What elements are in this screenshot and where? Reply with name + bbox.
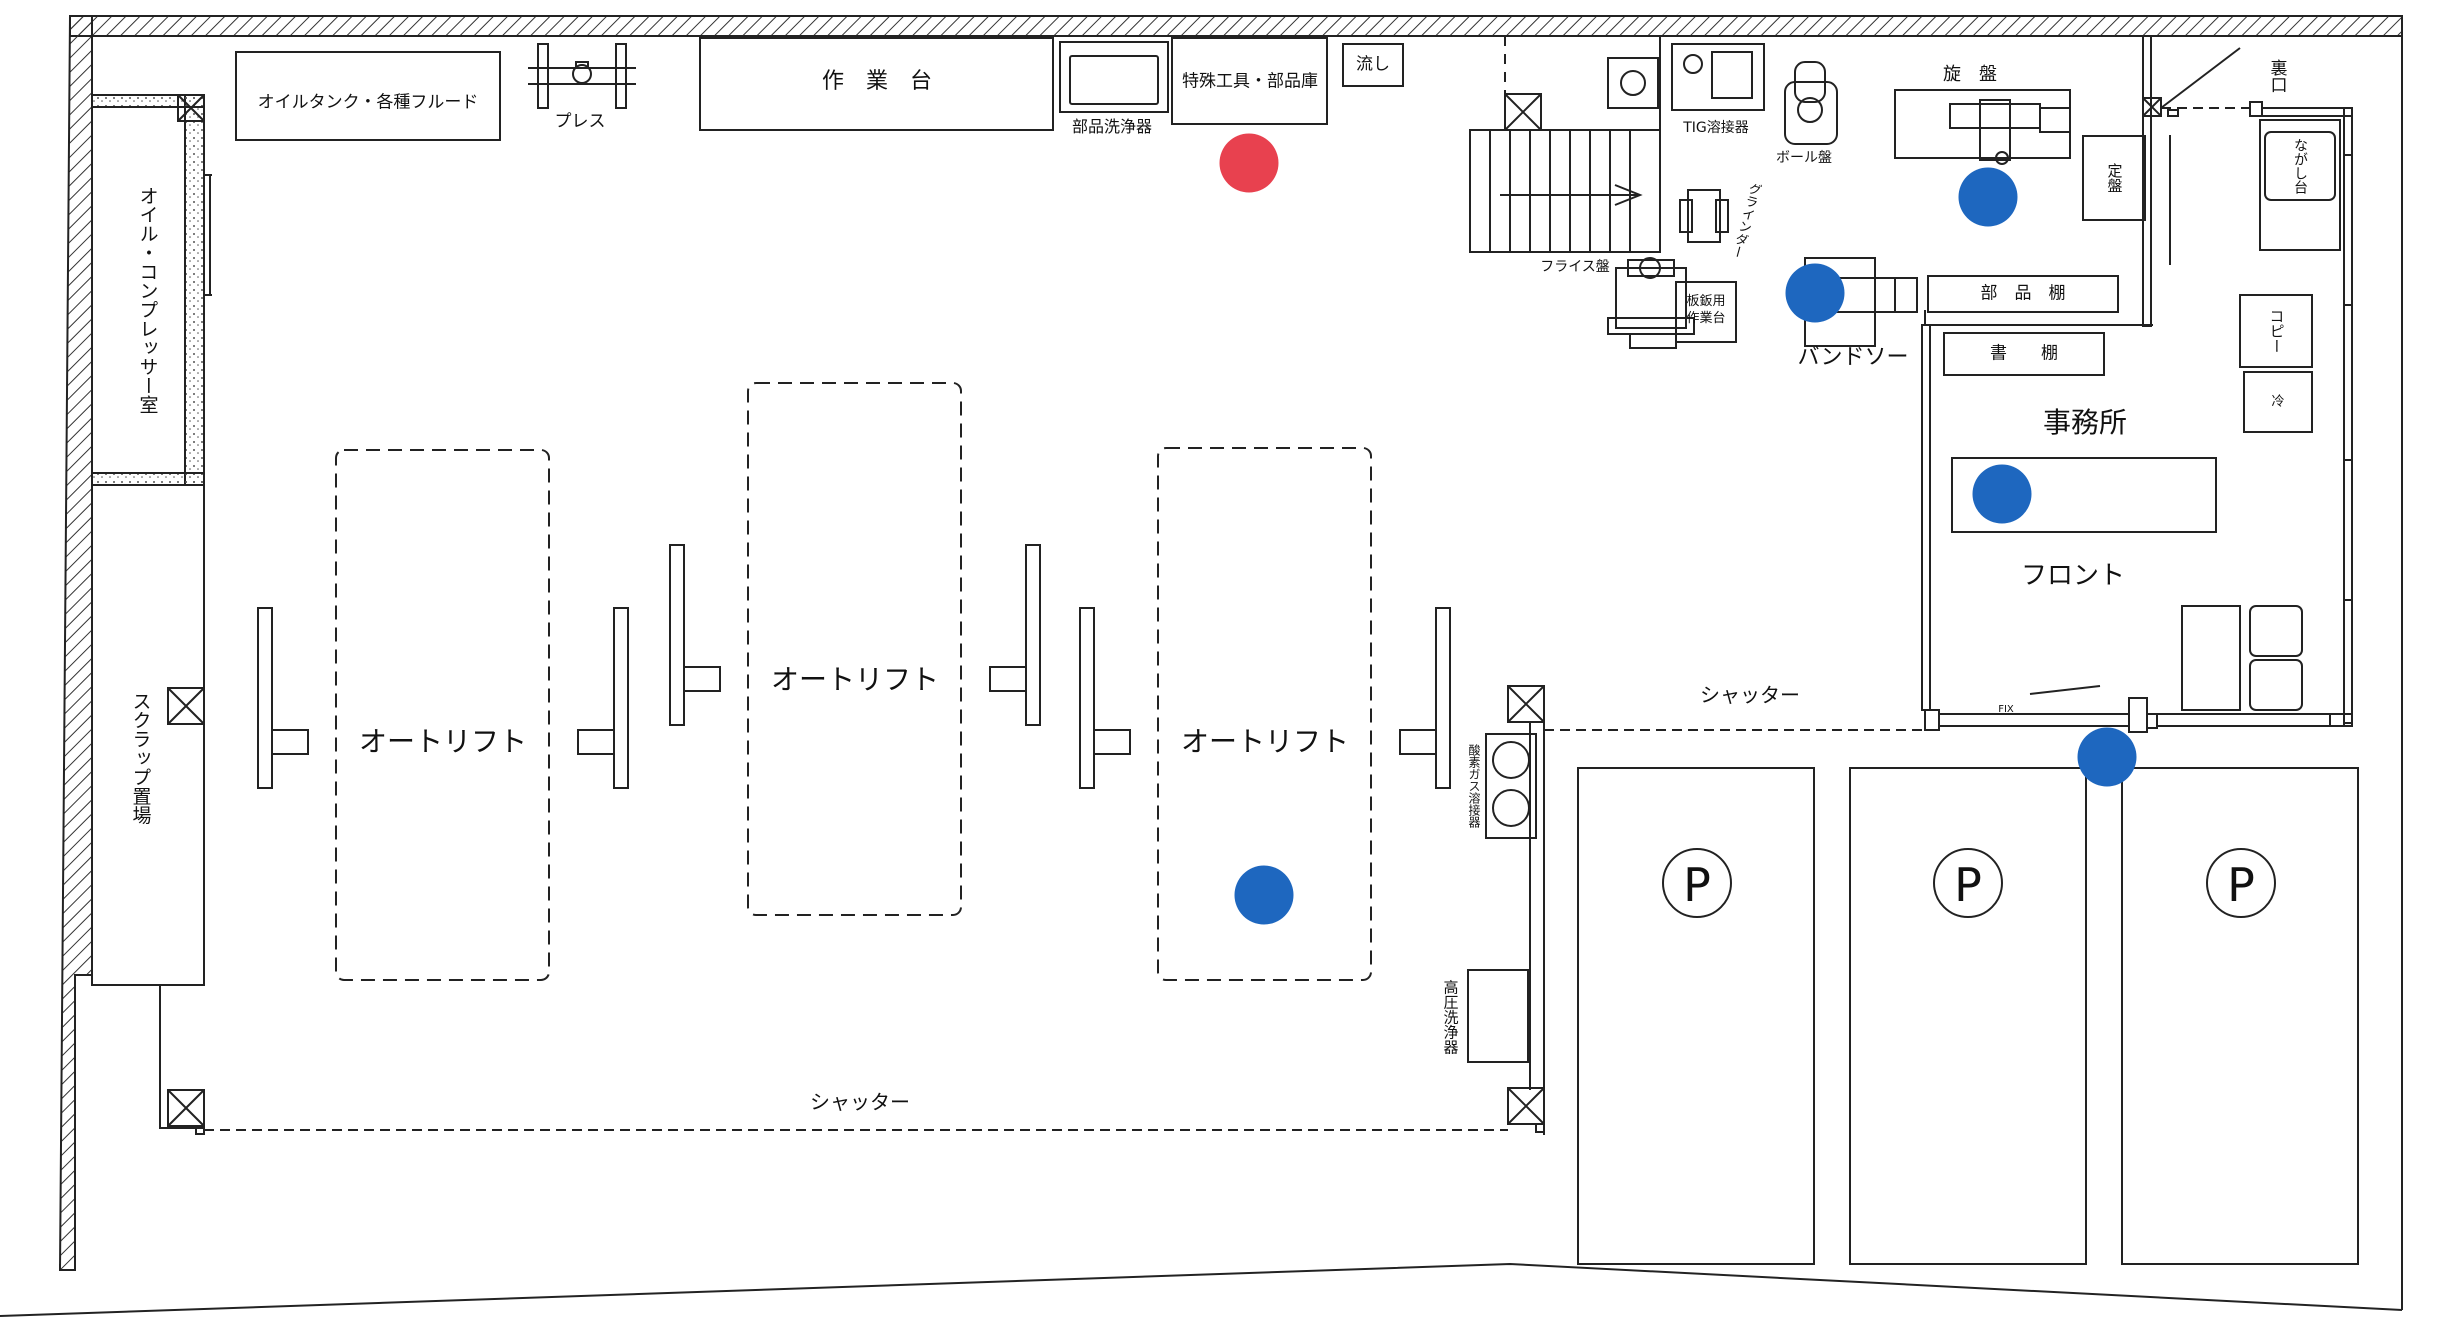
fix-label: FIX xyxy=(1998,704,2014,715)
surface-plate-label: 定盤 xyxy=(2105,163,2124,193)
parking-space-1 xyxy=(1577,767,1815,1265)
sink xyxy=(1342,43,1404,87)
scrap-area-label: スクラップ置場 xyxy=(129,691,152,825)
shutter-right-label: シャッター xyxy=(1700,683,1800,707)
parking-space-2 xyxy=(1849,767,2087,1265)
staff-marker-entrance xyxy=(2077,727,2137,787)
compressor-room-label: オイル・コンプレッサー室 xyxy=(136,186,159,414)
kitchen-sink-label: ながし台 xyxy=(2292,138,2308,194)
fridge xyxy=(2243,371,2313,433)
pressure-washer-label: 高圧洗浄器 xyxy=(1441,979,1460,1055)
lift-arm xyxy=(257,607,309,789)
pressure-washer xyxy=(1467,969,1529,1063)
grinder xyxy=(1679,189,1729,243)
autolift-area-3 xyxy=(1157,447,1372,981)
front-label: フロント xyxy=(2020,561,2126,591)
top-wall xyxy=(69,15,2403,37)
oxygen-gas-welder xyxy=(1485,733,1537,839)
workbench-label: 作 業 台 xyxy=(821,69,933,94)
parking-space-3 xyxy=(2121,767,2359,1265)
wash-basin xyxy=(1607,57,1659,109)
lift-arm xyxy=(1399,607,1451,789)
special-tools xyxy=(1171,37,1328,125)
parts-shelf xyxy=(1927,275,2119,313)
shutter-bottom-label: シャッター xyxy=(810,1090,910,1114)
lift-arm xyxy=(1079,607,1131,789)
sink-label: 流し xyxy=(1356,54,1390,75)
stairs xyxy=(1469,129,1661,253)
drill-press xyxy=(1784,61,1838,145)
lift-arm xyxy=(669,544,721,726)
autolift-3-label: オートリフト xyxy=(1180,725,1350,758)
autolift-area-1 xyxy=(335,449,550,981)
kitchen-sink-unit xyxy=(2259,119,2341,251)
office-label: 事務所 xyxy=(2042,406,2128,439)
press-machine xyxy=(528,43,636,109)
copier xyxy=(2239,294,2313,368)
parking-3-label: P xyxy=(2227,858,2255,912)
back-door-label: 裏口 xyxy=(2266,59,2287,93)
lathe-machine xyxy=(1894,89,2071,165)
fridge-label: 冷 xyxy=(2271,394,2285,410)
surface-plate xyxy=(2082,135,2146,221)
staff-marker-lathe xyxy=(1958,167,2018,227)
lathe-label: 旋 盤 xyxy=(1943,64,1997,85)
autolift-2-label: オートリフト xyxy=(770,663,940,696)
ground-line xyxy=(0,1262,2403,1317)
office-chairs xyxy=(2181,605,2303,711)
oxygen-gas-welder-label: 酸素ガス溶接器 xyxy=(1467,744,1481,828)
band-saw-label: バンドソー xyxy=(1797,345,1909,370)
bookshelf xyxy=(1943,332,2105,376)
oil-tank-label: オイルタンク・各種フルード xyxy=(257,92,479,113)
parts-washer-label: 部品洗浄器 xyxy=(1071,117,1153,136)
staff-marker-lift xyxy=(1234,865,1294,925)
sheet-metal-bench-label: 板鈑用作業台 xyxy=(1686,294,1726,326)
staff-marker-bandsaw xyxy=(1785,263,1845,323)
bookshelf-label: 書 棚 xyxy=(1990,343,2058,364)
lift-arm xyxy=(577,607,629,789)
tig-welder-label: TIG溶接器 xyxy=(1683,120,1749,136)
left-wall xyxy=(58,15,93,1271)
copy-label: コピー xyxy=(2267,308,2286,354)
lift-arm xyxy=(989,544,1041,726)
staff-marker-front xyxy=(1972,464,2032,524)
oil-tank xyxy=(235,51,501,141)
special-tools-label: 特殊工具・部品庫 xyxy=(1182,71,1318,92)
milling-label: フライス盤 xyxy=(1540,259,1610,275)
current-position-marker xyxy=(1219,133,1279,193)
autolift-1-label: オートリフト xyxy=(358,725,528,758)
sheet-metal-bench xyxy=(1675,281,1737,343)
press-label: プレス xyxy=(554,111,606,132)
parts-washer xyxy=(1059,41,1169,113)
parking-1-label: P xyxy=(1683,858,1711,912)
parking-2-label: P xyxy=(1954,858,1982,912)
workbench xyxy=(699,37,1054,131)
drill-press-label: ボール盤 xyxy=(1776,150,1832,166)
milling-machine xyxy=(1607,257,1695,349)
autolift-area-2 xyxy=(747,382,962,916)
parts-shelf-label: 部 品 棚 xyxy=(1980,283,2066,304)
tig-welder xyxy=(1671,43,1765,111)
front-counter xyxy=(1951,457,2217,533)
